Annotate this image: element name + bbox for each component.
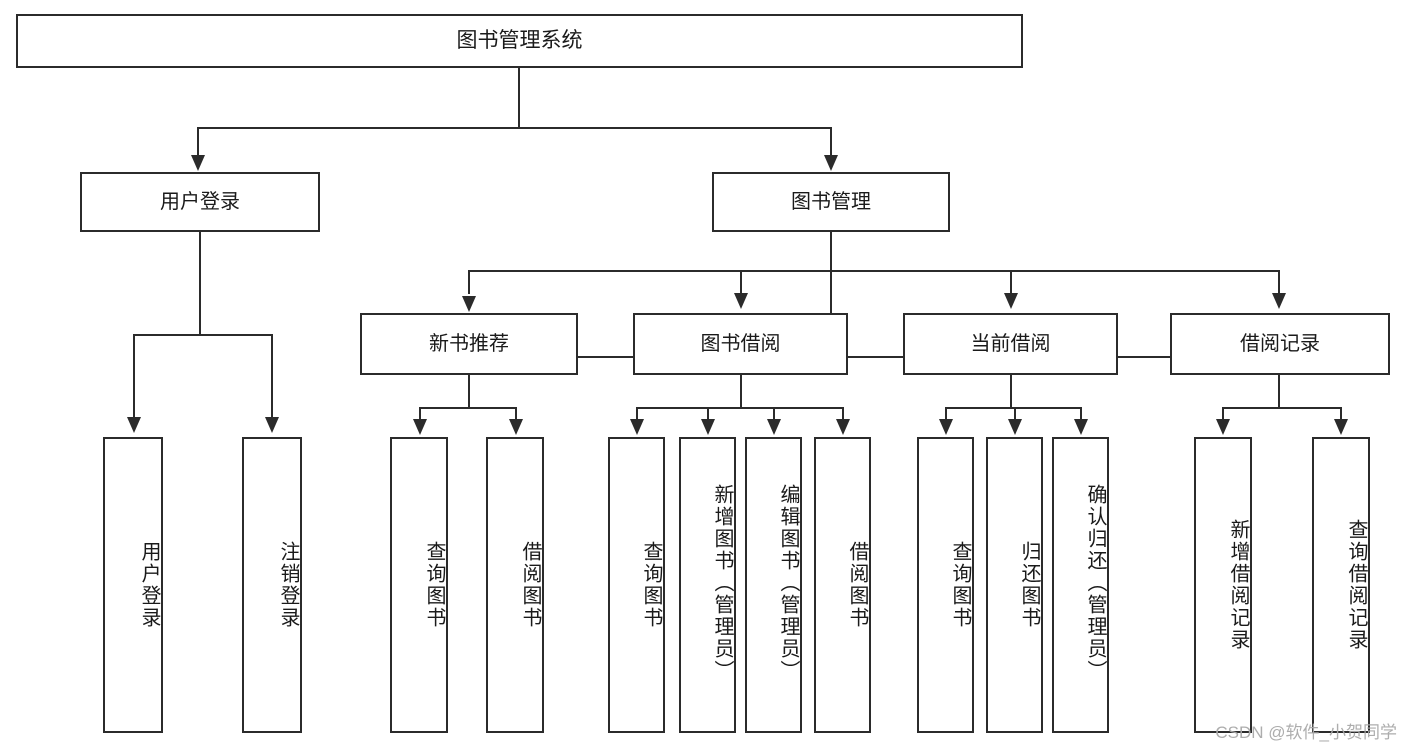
leaf-confirm-return[interactable]: 确认归还（管理员）	[1052, 437, 1109, 733]
connector-nbr-drop-1	[419, 407, 421, 421]
node-label: 当前借阅	[970, 332, 1051, 355]
node-label: 注销登录	[277, 541, 299, 629]
node-label: 借阅图书	[519, 541, 541, 629]
connector-nbr-bar	[419, 407, 517, 409]
node-book-borrow[interactable]: 图书借阅	[633, 313, 848, 375]
node-label: 图书管理	[791, 190, 871, 213]
node-label: 编辑图书（管理员）	[777, 484, 799, 682]
connector-book-manage-bar-top	[468, 270, 1280, 272]
arrowhead-bb-child-2	[701, 419, 715, 435]
node-label: 确认归还（管理员）	[1084, 484, 1106, 682]
arrowhead-book-borrow	[734, 293, 748, 309]
leaf-add-book[interactable]: 新增图书（管理员）	[679, 437, 736, 733]
node-label: 查询图书	[423, 541, 445, 629]
node-label: 查询图书	[949, 541, 971, 629]
connector-user-login-drop-2	[271, 334, 273, 419]
leaf-borrow-book-2[interactable]: 借阅图书	[814, 437, 871, 733]
connector-root-bar	[197, 127, 831, 129]
arrowhead-to-book-manage	[824, 155, 838, 171]
arrowhead-cb-child-2	[1008, 419, 1022, 435]
connector-lvl2-drop-3	[1010, 270, 1012, 294]
node-label: 借阅记录	[1240, 332, 1320, 355]
connector-br-drop-1	[1222, 407, 1224, 421]
connector-nbr-stem	[468, 375, 470, 408]
connector-cb-drop-3	[1080, 407, 1082, 421]
leaf-add-record[interactable]: 新增借阅记录	[1194, 437, 1252, 733]
arrowhead-nbr-child-1	[413, 419, 427, 435]
connector-root-stem	[518, 68, 520, 128]
node-label: 新增图书（管理员）	[711, 484, 733, 682]
connector-book-manage-stem-top	[830, 232, 832, 272]
arrowhead-new-book-recommend	[462, 296, 476, 312]
leaf-query-book-1[interactable]: 查询图书	[390, 437, 448, 733]
connector-root-to-user-login	[197, 127, 199, 157]
node-label: 新增借阅记录	[1227, 519, 1249, 651]
connector-cb-stem	[1010, 375, 1012, 408]
connector-bb-drop-3	[773, 407, 775, 421]
connector-root-to-book-manage	[830, 127, 832, 157]
arrowhead-cb-child-1	[939, 419, 953, 435]
connector-bb-drop-2	[707, 407, 709, 421]
connector-bb-drop-4	[842, 407, 844, 421]
node-label: 新书推荐	[429, 332, 509, 355]
leaf-query-book-3[interactable]: 查询图书	[917, 437, 974, 733]
node-label: 图书借阅	[700, 332, 781, 355]
node-label: 归还图书	[1018, 541, 1040, 629]
node-label: 图书管理系统	[456, 28, 583, 52]
arrowhead-nbr-child-2	[509, 419, 523, 435]
connector-user-login-bar	[133, 334, 273, 336]
node-current-borrow[interactable]: 当前借阅	[903, 313, 1118, 375]
arrowhead-leaf-logout	[265, 417, 279, 433]
connector-cb-drop-1	[945, 407, 947, 421]
connector-br-stem	[1278, 375, 1280, 408]
arrowhead-leaf-user-login	[127, 417, 141, 433]
arrowhead-bb-child-4	[836, 419, 850, 435]
connector-user-login-drop-1	[133, 334, 135, 419]
node-borrow-record[interactable]: 借阅记录	[1170, 313, 1390, 375]
connector-br-drop-2	[1340, 407, 1342, 421]
connector-cb-drop-2	[1014, 407, 1016, 421]
node-label: 查询借阅记录	[1345, 519, 1367, 651]
arrowhead-br-child-1	[1216, 419, 1230, 435]
node-label: 查询图书	[640, 541, 662, 629]
leaf-query-book-2[interactable]: 查询图书	[608, 437, 665, 733]
leaf-logout[interactable]: 注销登录	[242, 437, 302, 733]
connector-br-bar	[1222, 407, 1342, 409]
leaf-query-record[interactable]: 查询借阅记录	[1312, 437, 1370, 733]
connector-nbr-drop-2	[515, 407, 517, 421]
connector-lvl2-drop-4	[1278, 270, 1280, 294]
arrowhead-to-user-login	[191, 155, 205, 171]
node-label: 用户登录	[138, 541, 160, 629]
connector-bb-stem	[740, 375, 742, 408]
leaf-return-book[interactable]: 归还图书	[986, 437, 1043, 733]
connector-lvl2-drop-2	[740, 270, 742, 294]
connector-bb-bar	[636, 407, 844, 409]
connector-cb-bar	[945, 407, 1082, 409]
connector-book-manage-bar	[468, 356, 1280, 358]
leaf-edit-book[interactable]: 编辑图书（管理员）	[745, 437, 802, 733]
arrowhead-cb-child-3	[1074, 419, 1088, 435]
node-new-book-recommend[interactable]: 新书推荐	[360, 313, 578, 375]
leaf-borrow-book-1[interactable]: 借阅图书	[486, 437, 544, 733]
arrowhead-current-borrow	[1004, 293, 1018, 309]
connector-lvl2-drop-1	[468, 270, 470, 294]
node-label: 借阅图书	[846, 541, 868, 629]
node-label: 用户登录	[160, 190, 240, 213]
connector-bb-drop-1	[636, 407, 638, 421]
arrowhead-bb-child-1	[630, 419, 644, 435]
connector-book-manage-stem	[830, 232, 832, 357]
leaf-user-login[interactable]: 用户登录	[103, 437, 163, 733]
arrowhead-borrow-record	[1272, 293, 1286, 309]
arrowhead-bb-child-3	[767, 419, 781, 435]
node-user-login[interactable]: 用户登录	[80, 172, 320, 232]
node-book-manage[interactable]: 图书管理	[712, 172, 950, 232]
arrowhead-br-child-2	[1334, 419, 1348, 435]
node-root-book-management-system[interactable]: 图书管理系统	[16, 14, 1023, 68]
connector-user-login-stem	[199, 232, 201, 335]
